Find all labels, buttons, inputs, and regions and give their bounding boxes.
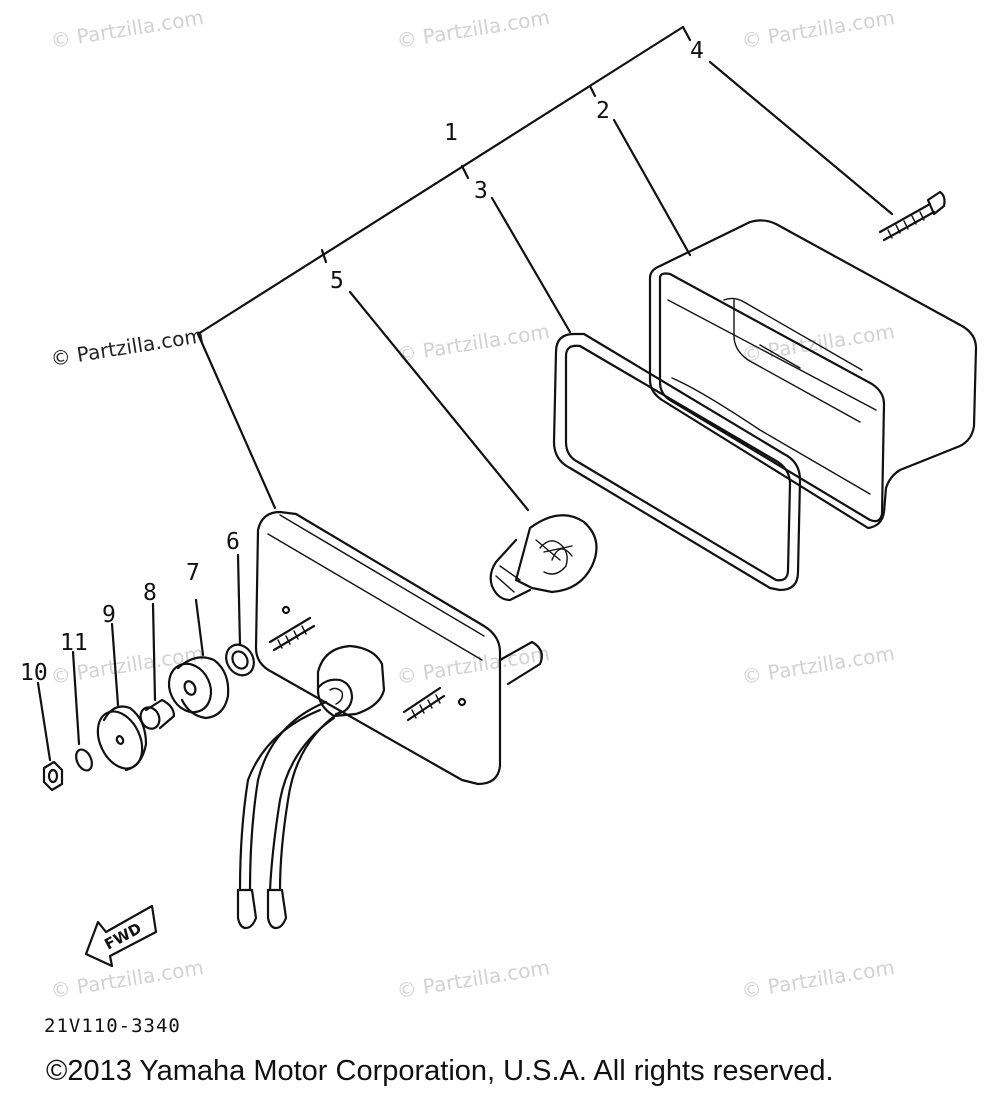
- part-4-screw: [878, 190, 946, 242]
- part-11-lock-washer: [75, 748, 93, 772]
- leader-lines: [36, 25, 894, 762]
- watermark: © Partzilla.com: [740, 5, 896, 53]
- watermark: © Partzilla.com: [49, 955, 205, 1003]
- watermark: © Partzilla.com: [740, 641, 896, 689]
- part-10-nut: [42, 760, 64, 792]
- callout-11: 11: [60, 630, 88, 656]
- callout-7: 7: [186, 560, 200, 586]
- callouts: 1 2 3 4 5 6 7 8 9 10 11: [20, 38, 704, 686]
- part-2-lens: [648, 219, 978, 530]
- copyright-notice: ©2013 Yamaha Motor Corporation, U.S.A. A…: [46, 1055, 834, 1087]
- watermark: © Partzilla.com: [49, 5, 205, 53]
- fwd-arrow-icon: FWD: [84, 904, 158, 968]
- wire-harness: [236, 700, 342, 930]
- watermark: © Partzilla.com: [395, 955, 551, 1003]
- watermark: © Partzilla.com: [395, 5, 551, 53]
- callout-3: 3: [474, 178, 488, 204]
- callout-6: 6: [226, 529, 240, 555]
- callout-2: 2: [596, 98, 610, 124]
- callout-5: 5: [330, 268, 344, 294]
- callout-4: 4: [690, 38, 704, 64]
- part-3-gasket: [552, 332, 802, 592]
- callout-1: 1: [444, 120, 458, 146]
- watermark-dark: © Partzilla.com: [49, 323, 205, 371]
- callout-9: 9: [102, 602, 116, 628]
- watermark: © Partzilla.com: [395, 641, 551, 689]
- part-5-bulb: [489, 514, 598, 602]
- part-6-washer: [225, 643, 255, 677]
- watermark: © Partzilla.com: [395, 319, 551, 367]
- watermark: © Partzilla.com: [740, 319, 896, 367]
- callout-8: 8: [143, 580, 157, 606]
- callout-10: 10: [20, 660, 48, 686]
- part-9-plate-washer: [96, 705, 148, 772]
- watermark: © Partzilla.com: [740, 955, 896, 1003]
- part-7-grommet: [167, 656, 230, 720]
- diagram-part-code: 21V110-3340: [44, 1015, 181, 1037]
- part-1-base-plate: [254, 510, 543, 786]
- watermarks: © Partzilla.com © Partzilla.com © Partzi…: [49, 5, 896, 1003]
